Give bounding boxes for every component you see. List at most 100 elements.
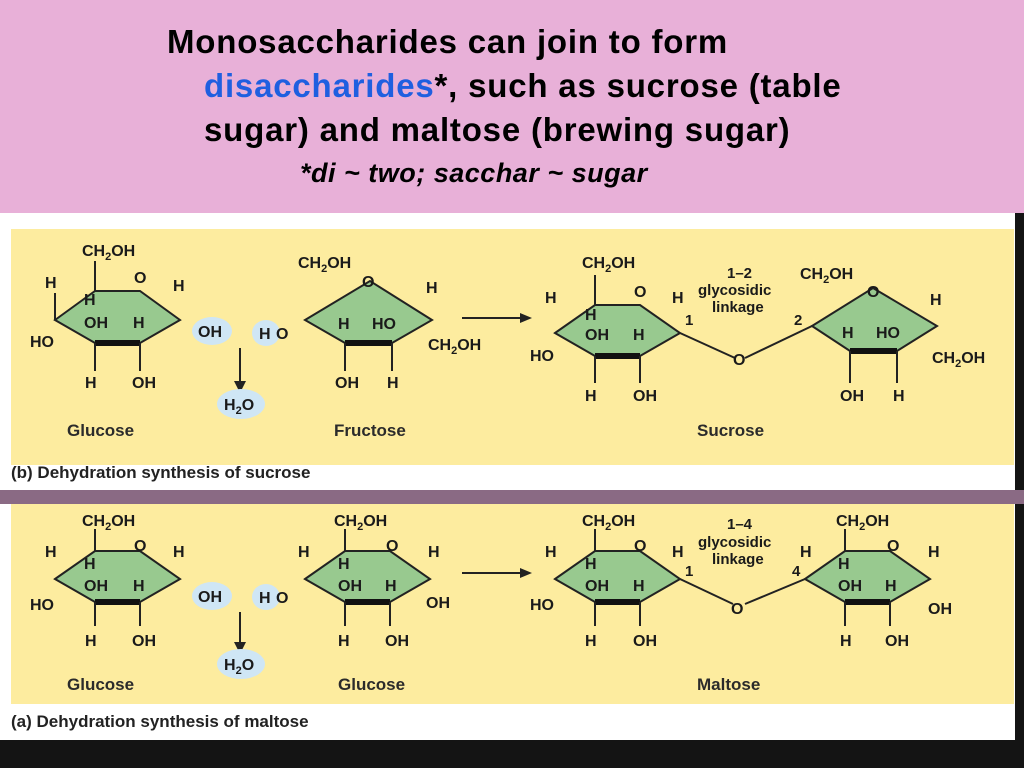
svg-text:O: O — [731, 601, 743, 618]
slide-title: Monosaccharides can join to form disacch… — [167, 20, 1007, 152]
title-line-2: disaccharides*, such as sucrose (table — [167, 64, 1007, 108]
svg-text:OH: OH — [198, 324, 222, 341]
svg-text:H: H — [298, 544, 310, 561]
title-line-3: sugar) and maltose (brewing sugar) — [204, 111, 791, 148]
molecule-name-maltose: Maltose — [697, 675, 760, 694]
svg-text:OH: OH — [633, 388, 657, 405]
svg-text:OH: OH — [840, 388, 864, 405]
svg-text:CH2OH: CH2OH — [82, 243, 135, 263]
svg-text:CH2OH: CH2OH — [428, 337, 481, 357]
molecule-name-glucose-1: Glucose — [67, 675, 134, 694]
linkage-line1: 1–2 — [727, 265, 752, 282]
molecule-name-sucrose: Sucrose — [697, 421, 764, 440]
glucose-ring-2: CH2OH O H H OH H H OH H OH — [298, 513, 450, 650]
sucrose-panel: CH2OH O H H OH H H HO H OH OH H O H2O CH… — [0, 213, 1015, 490]
sucrose-fructose-ring: CH2OH O H H HO CH2OH OH H — [800, 266, 985, 405]
svg-text:H: H — [672, 544, 684, 561]
svg-text:H: H — [840, 633, 852, 650]
svg-text:OH: OH — [132, 633, 156, 650]
molecule-name-fructose: Fructose — [334, 421, 406, 440]
svg-text:2: 2 — [794, 312, 802, 329]
svg-text:H: H — [426, 280, 438, 297]
svg-text:H: H — [545, 544, 557, 561]
sucrose-glucose-ring: CH2OH O H H OH H H HO H OH 1 — [530, 255, 693, 405]
svg-text:H: H — [133, 315, 145, 332]
panel-divider — [0, 490, 1024, 504]
svg-text:H: H — [633, 327, 645, 344]
svg-text:O: O — [276, 326, 288, 343]
svg-text:H: H — [84, 556, 96, 573]
title-line-1: Monosaccharides can join to form — [167, 23, 729, 60]
svg-text:OH: OH — [198, 589, 222, 606]
title-banner: Monosaccharides can join to form disacch… — [0, 0, 1024, 213]
svg-text:O: O — [867, 284, 879, 301]
svg-text:H: H — [672, 290, 684, 307]
svg-text:CH2OH: CH2OH — [800, 266, 853, 286]
svg-text:H: H — [800, 544, 812, 561]
svg-text:OH: OH — [426, 595, 450, 612]
svg-text:OH: OH — [928, 601, 952, 618]
maltose-glucose-ring-1: CH2OH O H H OH H H HO H OH 1 — [530, 513, 693, 650]
svg-text:OH: OH — [585, 578, 609, 595]
molecule-name-glucose: Glucose — [67, 421, 134, 440]
svg-text:H: H — [585, 556, 597, 573]
svg-text:glycosidic: glycosidic — [698, 282, 771, 299]
fructose-ring: CH2OH O H H HO CH2OH OH H — [298, 255, 481, 392]
svg-text:CH2OH: CH2OH — [334, 513, 387, 533]
svg-text:H: H — [893, 388, 905, 405]
svg-text:H: H — [928, 544, 940, 561]
svg-text:H: H — [85, 633, 97, 650]
svg-text:H: H — [585, 633, 597, 650]
svg-text:OH: OH — [84, 578, 108, 595]
svg-text:O: O — [634, 538, 646, 555]
svg-text:OH: OH — [84, 315, 108, 332]
svg-text:H2O: H2O — [224, 657, 254, 677]
svg-text:H: H — [173, 278, 185, 295]
svg-text:1–4: 1–4 — [727, 516, 753, 533]
svg-text:CH2OH: CH2OH — [582, 513, 635, 533]
svg-text:HO: HO — [530, 348, 554, 365]
maltose-caption: (a) Dehydration synthesis of maltose — [11, 712, 309, 731]
svg-text:CH2OH: CH2OH — [82, 513, 135, 533]
svg-text:H: H — [842, 325, 854, 342]
svg-text:H: H — [387, 375, 399, 392]
svg-text:H: H — [545, 290, 557, 307]
svg-text:H: H — [585, 388, 597, 405]
svg-text:CH2OH: CH2OH — [582, 255, 635, 275]
svg-text:HO: HO — [372, 316, 396, 333]
svg-text:H: H — [45, 275, 57, 292]
svg-text:OH: OH — [838, 578, 862, 595]
svg-text:H: H — [428, 544, 440, 561]
maltose-glucose-ring-2: CH2OH O H H OH H H OH H OH — [800, 513, 952, 650]
svg-text:O: O — [733, 352, 745, 369]
slide-subtitle: *di ~ two; sacchar ~ sugar — [300, 158, 648, 188]
svg-text:O: O — [362, 274, 374, 291]
svg-text:HO: HO — [876, 325, 900, 342]
svg-text:linkage: linkage — [712, 299, 764, 316]
svg-text:H: H — [84, 292, 96, 309]
svg-text:H: H — [45, 544, 57, 561]
svg-text:OH: OH — [633, 633, 657, 650]
svg-text:H: H — [338, 556, 350, 573]
svg-text:O: O — [386, 538, 398, 555]
hydrogen-bubble — [252, 584, 280, 610]
svg-text:H2O: H2O — [224, 397, 254, 417]
hydroxyl-bubble — [192, 317, 232, 345]
svg-text:H: H — [633, 578, 645, 595]
hydrogen-bubble — [252, 320, 280, 346]
svg-text:1: 1 — [685, 312, 693, 329]
svg-text:HO: HO — [30, 334, 54, 351]
svg-text:H: H — [585, 307, 597, 324]
svg-text:glycosidic: glycosidic — [698, 534, 771, 551]
svg-text:O: O — [134, 538, 146, 555]
svg-text:H: H — [133, 578, 145, 595]
svg-text:OH: OH — [585, 327, 609, 344]
svg-text:H: H — [259, 590, 271, 607]
svg-text:H: H — [385, 578, 397, 595]
water-bubble — [217, 389, 265, 419]
svg-text:HO: HO — [30, 597, 54, 614]
maltose-panel: CH2OH O H H OH H H HO H OH OH H O H2O CH… — [0, 504, 1015, 740]
svg-text:1: 1 — [685, 563, 693, 580]
svg-text:OH: OH — [338, 578, 362, 595]
svg-text:H: H — [173, 544, 185, 561]
